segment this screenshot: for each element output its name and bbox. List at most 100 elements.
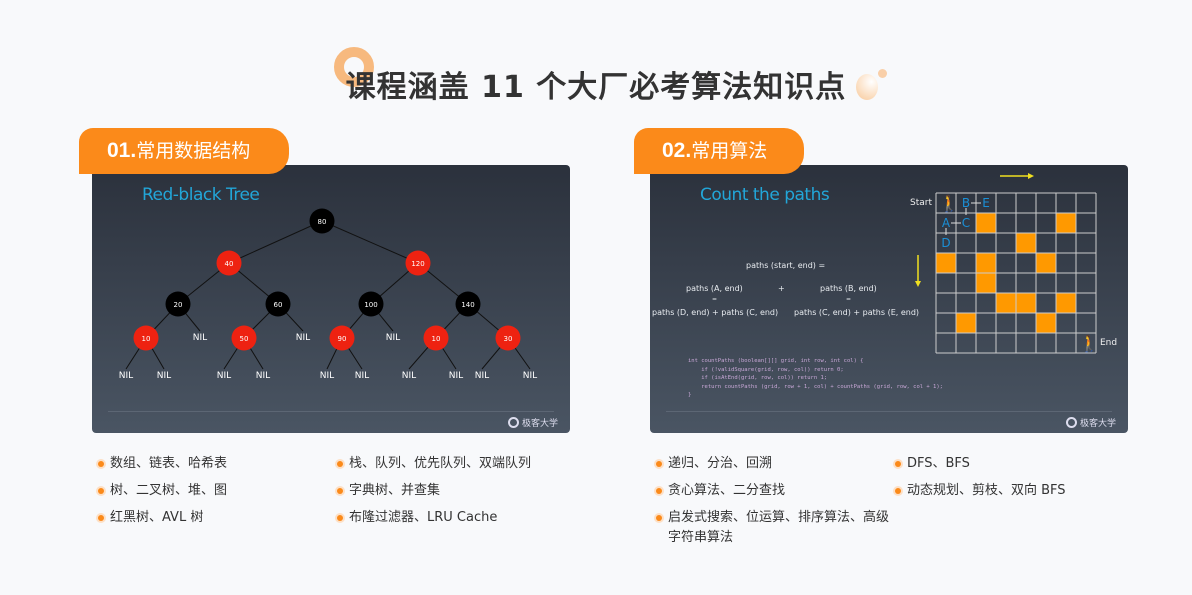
- formula-eq-b: =: [846, 296, 852, 303]
- nil-label: NIL: [119, 371, 133, 381]
- list-item: 布隆过滤器、LRU Cache: [331, 508, 591, 528]
- node-value: 140: [461, 301, 474, 309]
- formula-a: paths (A, end): [686, 284, 743, 293]
- nil-label: NIL: [217, 371, 231, 381]
- slide-count-the-paths: Count the paths paths (start, end) = pat…: [650, 165, 1128, 433]
- blocked-cell: [1016, 293, 1036, 313]
- nil-label: NIL: [475, 371, 489, 381]
- formula-a2: paths (D, end) + paths (C, end): [652, 308, 779, 317]
- list-item: 启发式搜索、位运算、排序算法、高级字符串算法: [650, 508, 890, 548]
- tree-node-red: [133, 325, 159, 351]
- nil-label: NIL: [449, 371, 463, 381]
- slide-title: Count the paths: [700, 185, 830, 205]
- code-line: }: [688, 392, 692, 398]
- tree-edge: [321, 220, 419, 264]
- node-value: 10: [432, 335, 441, 343]
- end-walker-icon: 🚶: [1079, 334, 1099, 353]
- nil-label: NIL: [523, 371, 537, 381]
- nil-label: NIL: [386, 333, 400, 343]
- blocked-cell: [1016, 233, 1036, 253]
- code-line: if (isAtEnd(grid, row, col)) return 1;: [688, 375, 828, 381]
- logo-icon: [507, 417, 519, 428]
- tree-node-black: [265, 291, 291, 317]
- code-line: if (!validSquare(grid, row, col)) return…: [688, 366, 844, 373]
- blocked-cell: [976, 253, 996, 273]
- nil-label: NIL: [355, 371, 369, 381]
- formula-plus: +: [778, 284, 785, 293]
- tree-node-black: [455, 291, 481, 317]
- data-structure-list-2: 栈、队列、优先队列、双端队列 字典树、并查集 布隆过滤器、LRU Cache: [331, 454, 591, 535]
- tree-node-black: [309, 208, 335, 234]
- end-label: End: [1100, 338, 1117, 348]
- list-item: 字典树、并查集: [331, 481, 591, 501]
- blocked-cell: [936, 253, 956, 273]
- slide-title: Red-black Tree: [142, 185, 260, 205]
- section-badge-data-structures: 01.常用数据结构: [79, 128, 289, 174]
- divider: [108, 411, 554, 412]
- node-value: 100: [364, 301, 377, 309]
- nil-label: NIL: [320, 371, 334, 381]
- list-item: 红黑树、AVL 树: [92, 508, 332, 528]
- node-value: 120: [411, 260, 424, 268]
- tree-node-red: [495, 325, 521, 351]
- geek-university-logo: 极客大学: [507, 416, 558, 429]
- cell-label-A: A: [942, 216, 951, 230]
- blocked-cell: [1036, 313, 1056, 333]
- tree-node-black: [358, 291, 384, 317]
- decor-dot: [878, 69, 887, 78]
- tree-node-red: [329, 325, 355, 351]
- list-item: 递归、分治、回溯: [650, 454, 890, 474]
- start-walker-icon: 🚶: [939, 194, 959, 213]
- list-item: 数组、链表、哈希表: [92, 454, 332, 474]
- algorithm-list-1: 递归、分治、回溯 贪心算法、二分查找 启发式搜索、位运算、排序算法、高级字符串算…: [650, 454, 890, 555]
- right-arrow-head: [1028, 173, 1034, 179]
- blocked-cell: [976, 273, 996, 293]
- formula-b: paths (B, end): [820, 284, 877, 293]
- nil-label: NIL: [402, 371, 416, 381]
- node-value: 50: [240, 335, 249, 343]
- list-item: 贪心算法、二分查找: [650, 481, 890, 501]
- code-snippet: int countPaths (boolean[][] grid, int ro…: [688, 357, 943, 400]
- code-line: int countPaths (boolean[][] grid, int ro…: [688, 358, 864, 364]
- decor-bubble: [856, 74, 878, 100]
- tree-node-red: [216, 250, 242, 276]
- node-value: 90: [338, 335, 347, 343]
- node-value: 80: [318, 218, 327, 226]
- cell-label-C: C: [962, 216, 970, 230]
- blocked-cell: [996, 293, 1016, 313]
- node-value: 30: [504, 335, 513, 343]
- node-value: 20: [174, 301, 183, 309]
- blocked-cell: [1056, 293, 1076, 313]
- divider: [666, 411, 1112, 412]
- cell-label-D: D: [941, 236, 950, 250]
- node-value: 60: [274, 301, 283, 309]
- blocked-cell: [976, 213, 996, 233]
- tree-node-black: [165, 291, 191, 317]
- list-item: 树、二叉树、堆、图: [92, 481, 332, 501]
- cell-label-B: B: [962, 196, 970, 210]
- formula-eq-a: =: [712, 296, 718, 303]
- nil-label: NIL: [157, 371, 171, 381]
- node-value: 10: [142, 335, 151, 343]
- blocked-cell: [956, 313, 976, 333]
- formula-b2: paths (C, end) + paths (E, end): [794, 308, 920, 317]
- code-line: return countPaths (grid, row + 1, col) +…: [688, 383, 943, 390]
- start-label: Start: [910, 198, 932, 208]
- geek-university-logo: 极客大学: [1065, 416, 1116, 429]
- data-structure-list-1: 数组、链表、哈希表 树、二叉树、堆、图 红黑树、AVL 树: [92, 454, 332, 535]
- section-badge-algorithms: 02.常用算法: [634, 128, 804, 174]
- nil-label: NIL: [296, 333, 310, 343]
- list-item: DFS、BFS: [889, 454, 1129, 474]
- tree-edge: [228, 220, 323, 264]
- page-title: 课程涵盖 11 个大厂必考算法知识点: [345, 70, 847, 105]
- tree-node-red: [231, 325, 257, 351]
- formula-top: paths (start, end) =: [746, 261, 826, 270]
- cell-label-E: E: [982, 196, 990, 210]
- list-item: 栈、队列、优先队列、双端队列: [331, 454, 591, 474]
- logo-icon: [1065, 417, 1077, 428]
- tree-node-red: [405, 250, 431, 276]
- blocked-cell: [1056, 213, 1076, 233]
